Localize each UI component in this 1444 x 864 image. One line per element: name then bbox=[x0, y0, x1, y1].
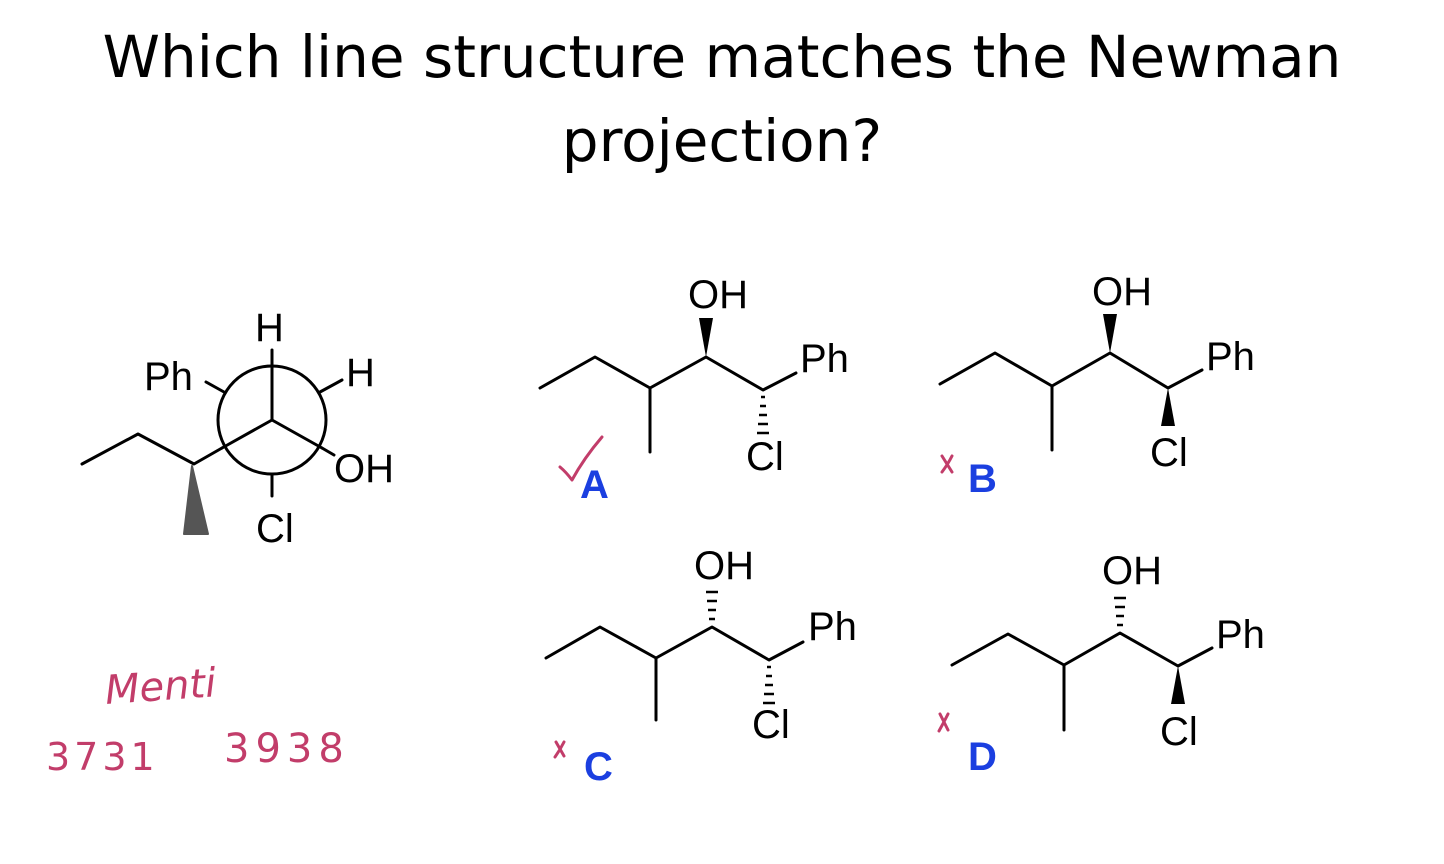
option-b-ph-label: Ph bbox=[1206, 335, 1255, 379]
option-d-cl-label: Cl bbox=[1160, 710, 1198, 754]
option-c-x-mark-icon bbox=[553, 740, 566, 759]
menti-word: Menti bbox=[103, 660, 217, 714]
option-d-oh-hash bbox=[1114, 596, 1126, 627]
option-a-ph-label: Ph bbox=[800, 337, 849, 381]
option-d-letter[interactable]: D bbox=[968, 735, 997, 779]
option-b-letter[interactable]: B bbox=[968, 457, 997, 501]
option-a-checkmark-icon bbox=[558, 435, 604, 482]
option-c-oh-hash bbox=[706, 590, 718, 621]
option-c-cl-hash bbox=[763, 665, 775, 705]
question-title-line-1: Which line structure matches the Newman bbox=[102, 23, 1342, 91]
option-c-skeleton bbox=[544, 625, 805, 662]
question-title-line-2: projection? bbox=[561, 107, 883, 175]
newman-label-ph: Ph bbox=[144, 355, 193, 399]
option-d-skeleton bbox=[950, 631, 1214, 668]
option-c: OH Ph Cl C bbox=[544, 544, 857, 789]
option-d-cl-wedge bbox=[1171, 666, 1185, 704]
newman-label-cl: Cl bbox=[256, 507, 294, 551]
newman-front-bond-left bbox=[220, 418, 274, 450]
option-a-skeleton bbox=[538, 355, 798, 392]
newman-projection: H Ph H OH Cl bbox=[80, 306, 394, 551]
newman-methyl-wedge bbox=[183, 465, 209, 535]
handwritten-note: Menti 3731 3938 bbox=[46, 660, 350, 779]
newman-back-bond-upper-right bbox=[318, 378, 344, 394]
option-d: OH Ph Cl D bbox=[937, 549, 1265, 779]
option-b-cl-label: Cl bbox=[1150, 431, 1188, 475]
option-a-letter[interactable]: A bbox=[580, 463, 609, 507]
option-d-oh-label: OH bbox=[1102, 549, 1162, 593]
menti-code-a: 3731 bbox=[46, 735, 159, 779]
option-b-skeleton bbox=[938, 351, 1204, 390]
option-b-cl-wedge bbox=[1161, 388, 1175, 426]
option-a: OH Ph Cl A bbox=[538, 273, 849, 507]
option-b-oh-wedge bbox=[1103, 314, 1117, 353]
option-d-ph-label: Ph bbox=[1216, 613, 1265, 657]
newman-back-bond-upper-left bbox=[204, 380, 226, 394]
newman-ethyl-chain bbox=[80, 432, 224, 466]
option-a-oh-wedge bbox=[699, 318, 713, 357]
option-b-x-mark-icon bbox=[940, 454, 954, 474]
option-a-cl-label: Cl bbox=[746, 435, 784, 479]
option-c-ph-label: Ph bbox=[808, 605, 857, 649]
newman-label-h-right: H bbox=[346, 351, 375, 395]
option-a-cl-hash bbox=[757, 395, 769, 435]
menti-code-b: 3938 bbox=[224, 726, 350, 772]
option-d-x-mark-icon bbox=[937, 712, 950, 733]
newman-oh-bond bbox=[320, 446, 336, 457]
newman-label-h-top: H bbox=[255, 306, 284, 350]
option-c-cl-label: Cl bbox=[752, 703, 790, 747]
option-a-oh-label: OH bbox=[688, 273, 748, 317]
newman-label-oh: OH bbox=[334, 447, 394, 491]
option-b-oh-label: OH bbox=[1092, 270, 1152, 314]
option-b: OH Ph Cl B bbox=[938, 270, 1255, 501]
option-c-oh-label: OH bbox=[694, 544, 754, 588]
newman-front-bond-right bbox=[270, 418, 324, 450]
option-c-letter[interactable]: C bbox=[584, 745, 613, 789]
